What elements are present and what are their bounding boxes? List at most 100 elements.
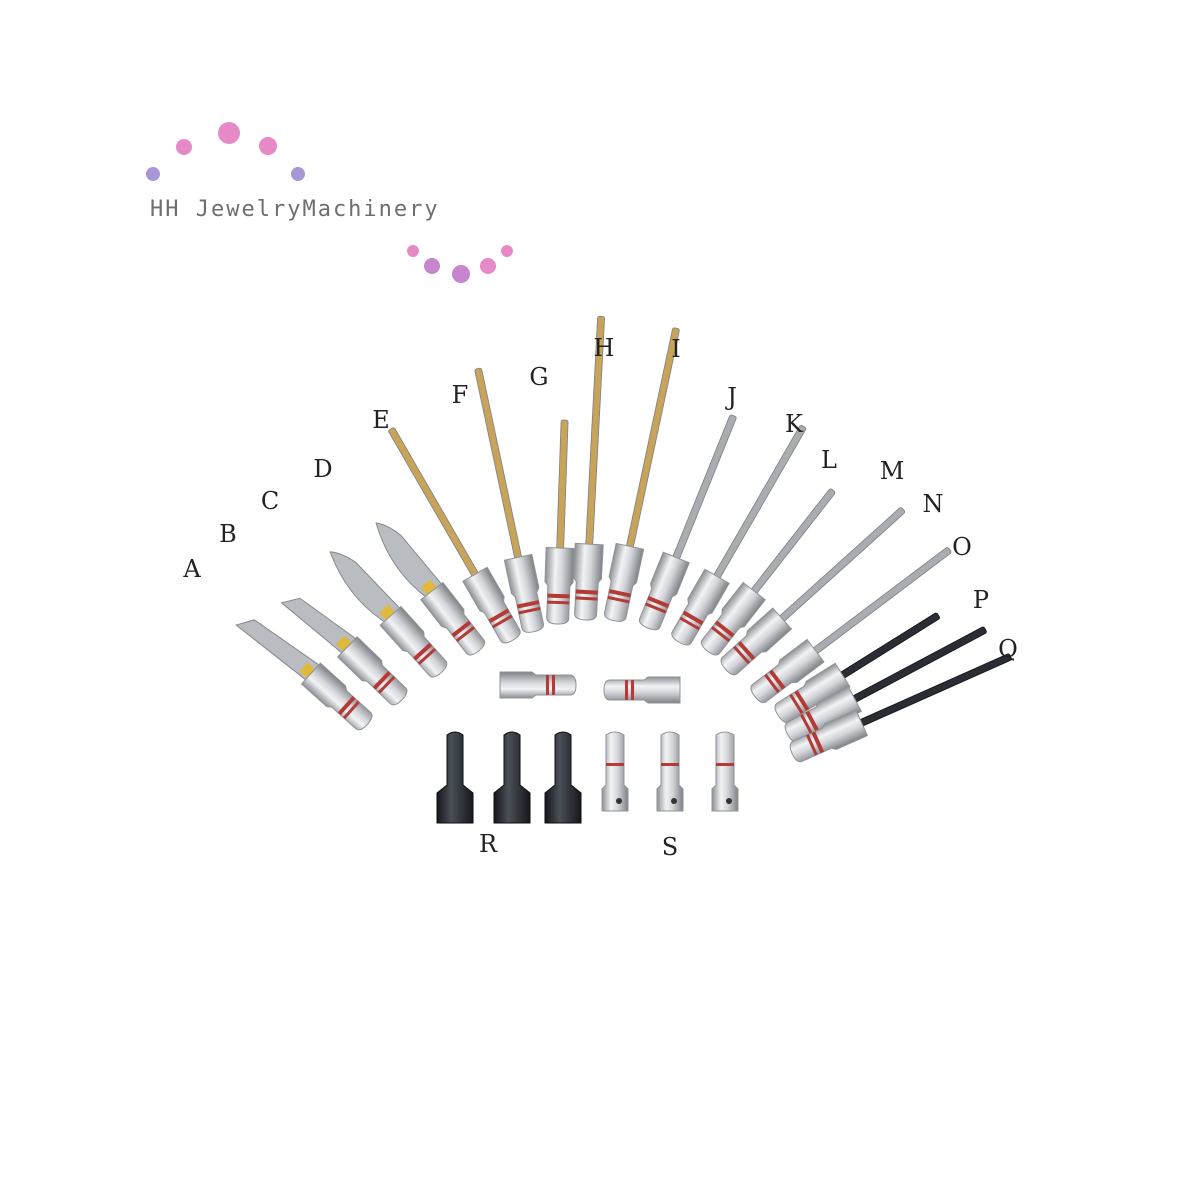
black-holder [544, 731, 582, 824]
red-ring [800, 714, 814, 735]
tool-label: J [724, 383, 737, 411]
red-ring [607, 595, 630, 604]
handle [420, 581, 486, 656]
set-screw [616, 798, 622, 804]
holder-body [656, 731, 684, 812]
red-ring [764, 673, 780, 694]
red-ring [547, 600, 570, 605]
red-ring [488, 608, 510, 624]
red-ring [661, 763, 679, 766]
tool-h [572, 315, 605, 621]
red-ring [575, 589, 598, 595]
holder-body [436, 731, 474, 824]
handle [462, 566, 521, 644]
holder-body [711, 731, 739, 812]
red-ring [716, 763, 734, 766]
handle [544, 547, 575, 625]
red-ring [606, 763, 624, 766]
red-ring [794, 690, 810, 711]
tool-label: L [821, 446, 837, 474]
red-ring [413, 642, 433, 661]
red-ring [805, 710, 820, 733]
logo-dot [501, 245, 513, 257]
pin [771, 507, 906, 629]
set-screw [726, 798, 732, 804]
tool-label: Q [998, 635, 1018, 663]
tool-label: K [785, 410, 804, 438]
logo-dot [291, 167, 305, 181]
logo-dot [259, 137, 277, 155]
pin [668, 414, 737, 570]
red-ring [789, 693, 804, 715]
red-ring [552, 675, 555, 695]
red-ring [647, 596, 670, 608]
red-ring [711, 626, 731, 643]
red-ring [337, 696, 356, 716]
red-ring [806, 734, 818, 756]
red-ring [608, 589, 632, 598]
handle [300, 662, 373, 731]
tool-label: C [261, 487, 279, 515]
logo-dot [218, 122, 240, 144]
handle [720, 607, 793, 676]
logo-dot [176, 139, 192, 155]
red-ring [547, 593, 570, 599]
logo-dot [480, 258, 496, 274]
spare-handle [603, 676, 681, 704]
handle [603, 542, 645, 622]
red-ring [342, 700, 360, 720]
tool-i [603, 327, 680, 622]
pin [555, 419, 569, 561]
red-ring [372, 670, 392, 690]
tool-label: A [182, 555, 201, 583]
tool-label: H [594, 334, 615, 362]
red-ring [546, 675, 549, 695]
red-ring [631, 680, 634, 700]
holder-body [601, 731, 629, 812]
holder-body [544, 731, 582, 824]
red-ring [491, 614, 513, 629]
tool-o [774, 612, 940, 723]
steel-holder [711, 731, 739, 812]
red-ring [737, 641, 756, 661]
tool-label: O [952, 533, 972, 561]
tool-q [789, 653, 1012, 763]
handle [379, 605, 448, 678]
blade [375, 522, 444, 599]
red-ring [679, 616, 701, 631]
red-ring [625, 680, 628, 700]
tool-j [638, 414, 737, 631]
logo-dot [146, 167, 160, 181]
handle [789, 709, 868, 763]
red-ring [516, 600, 540, 609]
tool-label: M [880, 457, 905, 485]
handle [700, 581, 766, 656]
tool-label: G [529, 363, 548, 391]
logo-dot [407, 245, 419, 257]
tool-label: F [452, 381, 469, 409]
tool-label: N [923, 490, 944, 518]
red-ring [645, 602, 667, 614]
handle [750, 638, 825, 704]
blade [329, 551, 402, 624]
tool-n [750, 547, 952, 704]
black-holder [493, 731, 531, 824]
pin [474, 367, 525, 570]
tool-e [388, 427, 521, 644]
red-ring [455, 626, 475, 643]
tool-a [235, 619, 373, 731]
holder-label-r: R [479, 830, 498, 858]
tool-label: E [372, 406, 390, 434]
tool-d [375, 522, 486, 656]
red-ring [811, 731, 825, 754]
tool-label: I [671, 335, 680, 363]
pin [804, 547, 952, 661]
red-ring [768, 669, 786, 690]
steel-holder [601, 731, 629, 812]
tool-c [329, 551, 448, 678]
tool-g [544, 419, 575, 625]
tool-label: B [219, 520, 237, 548]
